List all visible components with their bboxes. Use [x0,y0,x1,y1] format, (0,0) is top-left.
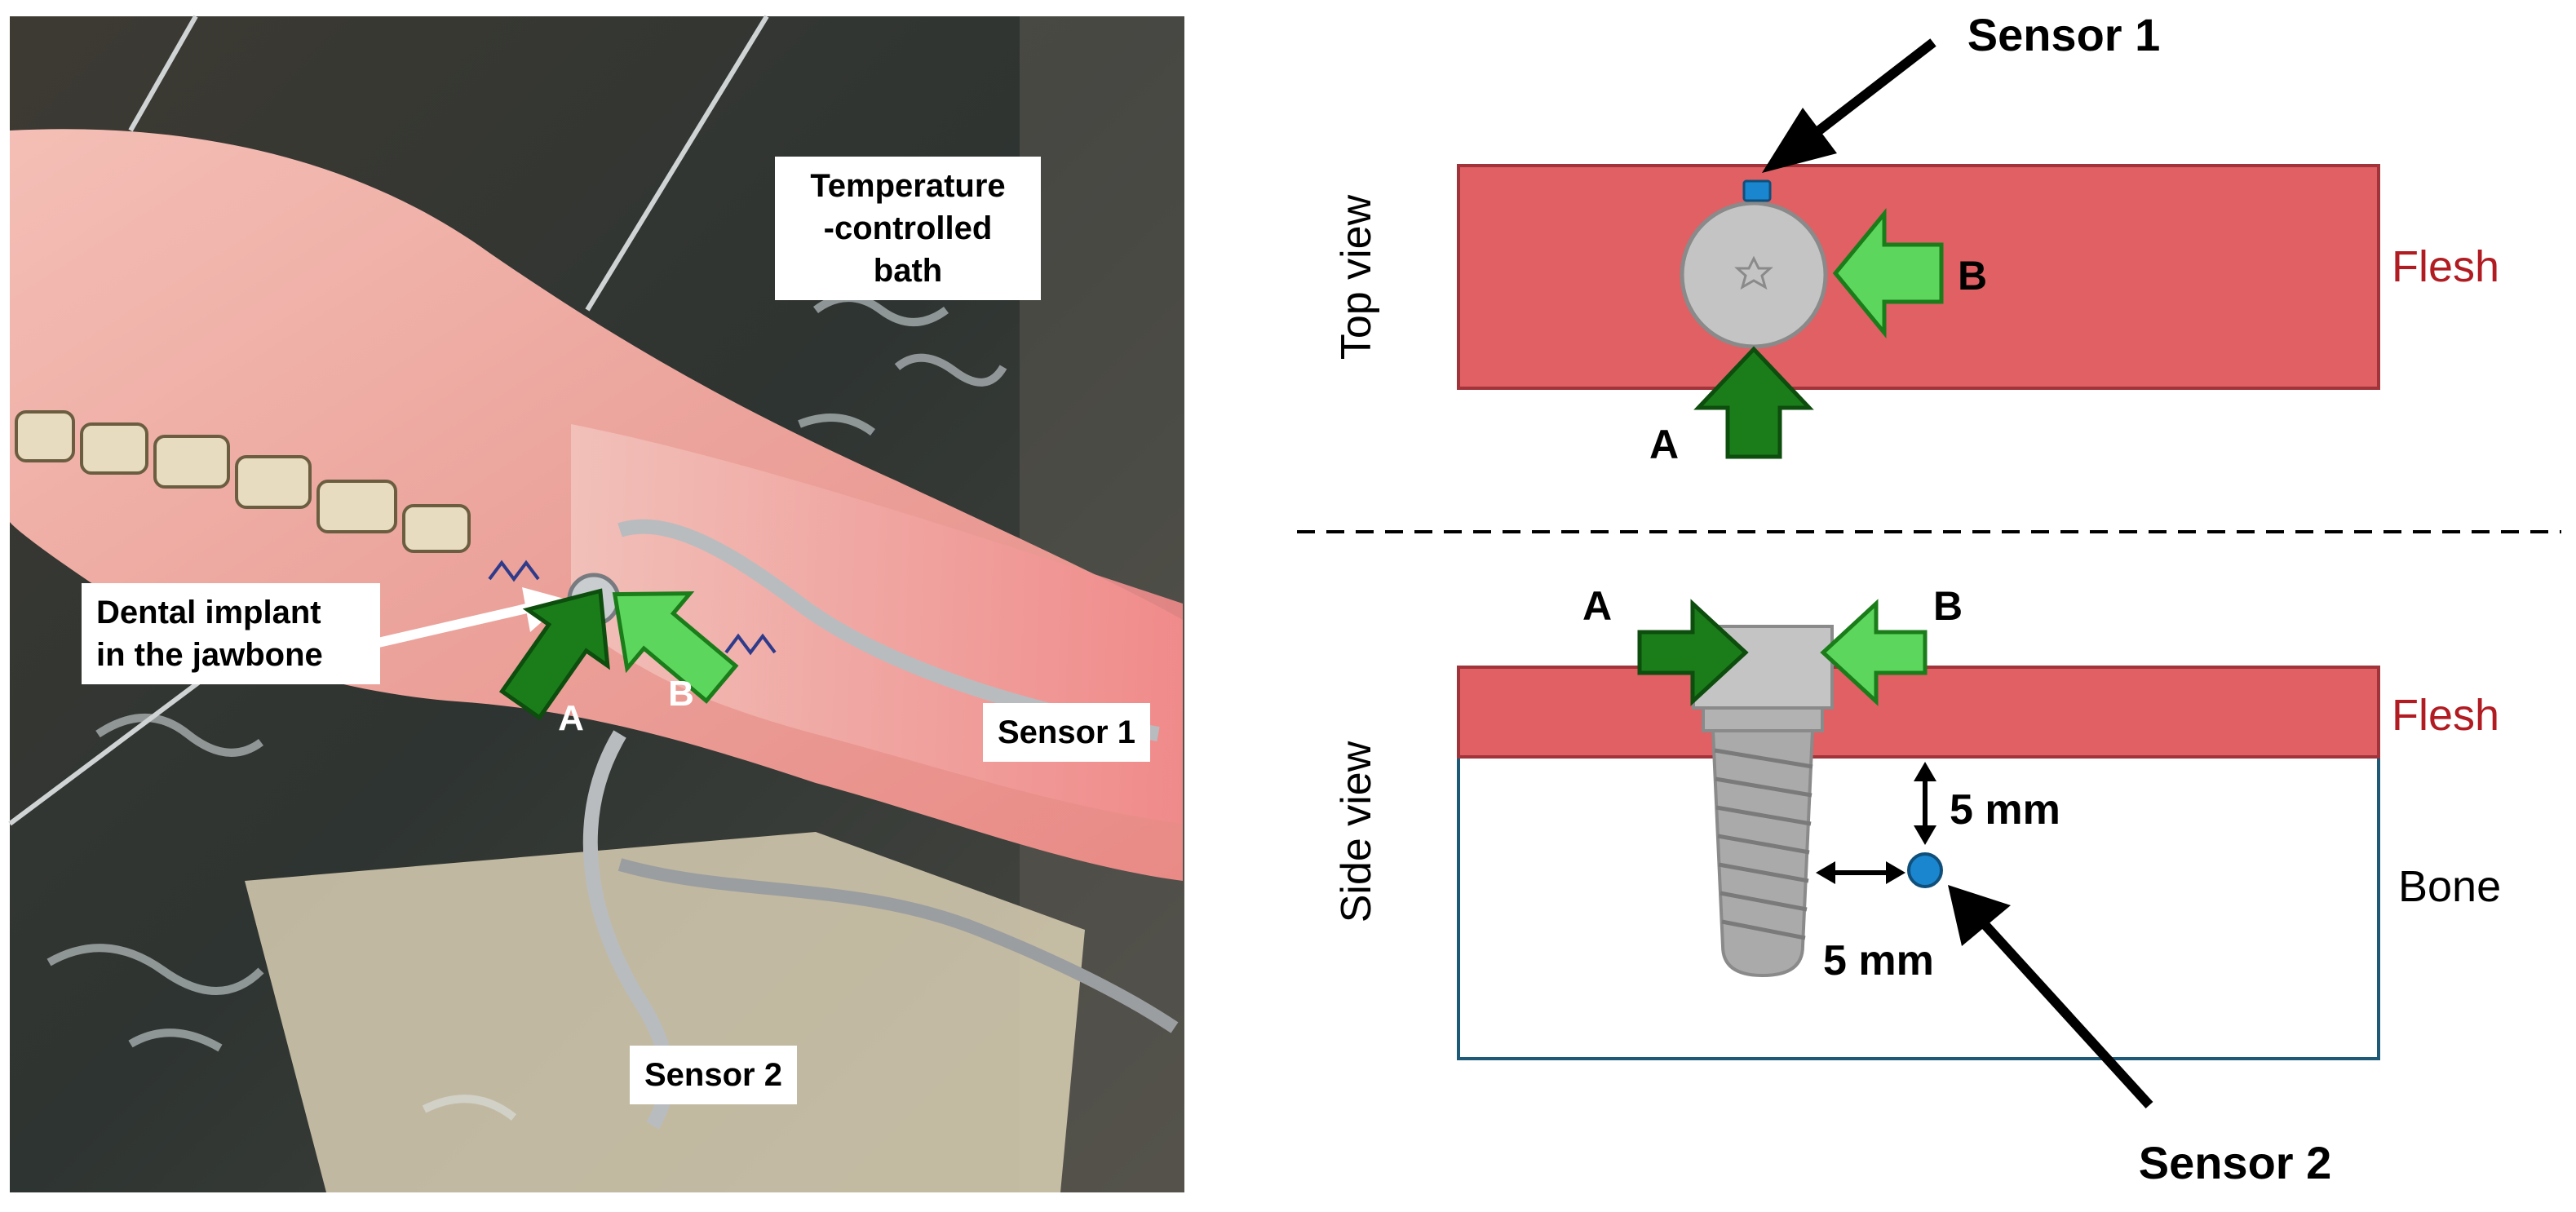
experiment-photo: A B Temperature -controlled bath Dental … [0,0,1199,1208]
side-flesh-label: Flesh [2392,691,2499,740]
photo-sensor-1-label: Sensor 1 [983,703,1150,762]
suture [488,560,540,582]
photo-sensor-2-label: Sensor 2 [630,1046,797,1104]
teeth [15,410,471,553]
photo-label-b: B [668,674,694,714]
top-label-a: A [1649,422,1679,467]
schematic-svg: Top view Sensor 1 B A Flesh Side view [1297,9,2561,1188]
sensor-1-pointer-head [1762,108,1837,173]
hex-socket-icon [1734,255,1773,290]
photo-arrow-b [612,591,739,704]
photo-arrow-a [498,588,610,721]
top-flesh-label: Flesh [2392,242,2499,291]
top-arrow-a [1693,346,1814,459]
sensor-2-pointer-head [1948,885,2011,946]
sensor-1-pointer [1816,38,1936,135]
side-flesh [1457,666,2380,759]
top-label-b: B [1958,253,1987,299]
horizontal-dimension-head-right [1886,861,1905,884]
side-label-a: A [1582,583,1612,629]
vertical-dimension-head-down [1914,825,1936,845]
top-view-title: Top view [1333,194,1380,360]
wire [128,15,198,132]
top-sensor-1-label: Sensor 1 [1967,9,2161,60]
side-arrow-b [1820,599,1928,706]
sensor-2-pointer [1978,918,2153,1109]
side-view-title: Side view [1333,741,1380,922]
side-bone [1457,755,2380,1060]
cable [617,858,1179,1033]
horizontal-dimension-head-left [1816,861,1835,884]
top-sensor-1 [1742,179,1772,202]
wire [585,15,769,312]
vertical-distance-label: 5 mm [1950,786,2060,834]
side-collar [1702,706,1824,732]
top-implant [1680,201,1828,349]
side-sensor-2-label: Sensor 2 [2139,1137,2332,1188]
implant-threads [1714,748,1813,940]
suture [724,633,777,656]
side-label-b: B [1933,583,1963,629]
vertical-dimension-head-up [1914,762,1936,781]
top-arrow-b [1832,208,1944,338]
implant-label: Dental implant in the jawbone [82,583,380,684]
horizontal-distance-label: 5 mm [1823,937,1934,984]
side-bone-label: Bone [2398,862,2501,911]
photo-label-a: A [558,698,584,738]
schematic-diagram: Top view Sensor 1 B A Flesh Side view [1199,0,2576,1208]
side-arrow-a [1637,599,1749,706]
tray-object [245,832,1085,1192]
bath-label: Temperature -controlled bath [775,157,1041,300]
implant-pointer [370,603,532,649]
side-implant-screw [1711,729,1815,978]
side-sensor-2 [1907,852,1943,888]
